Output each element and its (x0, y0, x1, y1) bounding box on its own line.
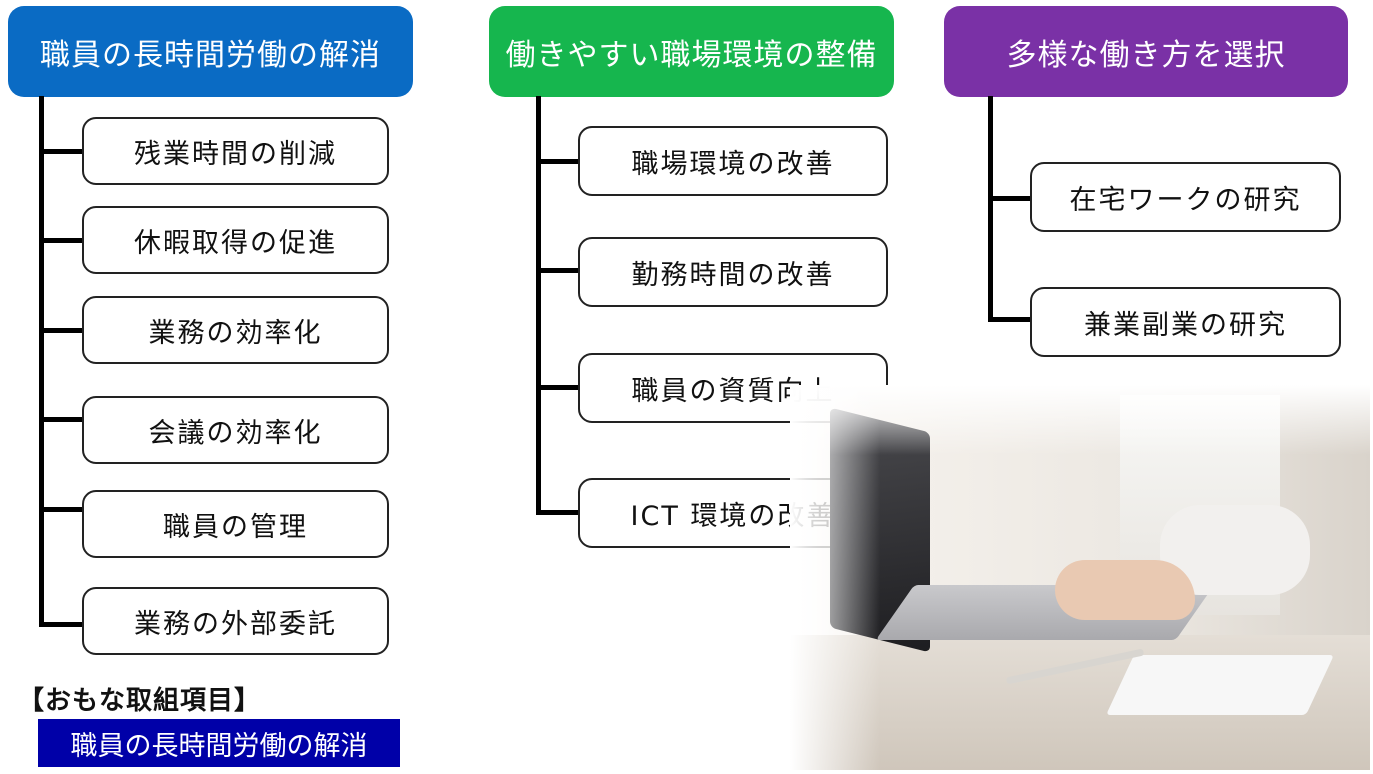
connector-branch (988, 317, 1032, 322)
connector-line (536, 96, 541, 515)
item-leave-promotion: 休暇取得の促進 (82, 206, 389, 274)
item-working-hours-improvement: 勤務時間の改善 (578, 237, 888, 307)
notes-title: 【おもな取組項目】 (18, 686, 262, 716)
item-work-efficiency: 業務の効率化 (82, 296, 389, 364)
connector-line (39, 96, 44, 627)
connector-branch (39, 417, 83, 422)
connector-branch (988, 196, 1032, 201)
photo-fade (790, 385, 1370, 455)
connector-branch (39, 238, 83, 243)
connector-line (988, 96, 993, 322)
item-meeting-efficiency: 会議の効率化 (82, 396, 389, 464)
typing-hand (1055, 560, 1195, 620)
connector-branch (39, 507, 83, 512)
connector-branch (536, 159, 580, 164)
item-staff-management: 職員の管理 (82, 490, 389, 558)
connector-branch (536, 385, 580, 390)
connector-branch (39, 149, 83, 154)
item-outsourcing: 業務の外部委託 (82, 587, 389, 655)
item-workplace-improvement: 職場環境の改善 (578, 126, 888, 196)
connector-branch (536, 268, 580, 273)
legend-chip: 職員の長時間労働の解消 (38, 719, 400, 767)
header-long-hours: 職員の長時間労働の解消 (8, 6, 413, 97)
item-side-job-research: 兼業副業の研究 (1030, 287, 1341, 357)
photo-fade (790, 385, 880, 770)
header-workplace-environment: 働きやすい職場環境の整備 (489, 6, 894, 97)
item-overtime-reduction: 残業時間の削減 (82, 117, 389, 185)
connector-branch (39, 622, 83, 627)
connector-branch (536, 510, 580, 515)
connector-branch (39, 328, 83, 333)
item-remote-work-research: 在宅ワークの研究 (1030, 162, 1341, 232)
header-diverse-work-styles: 多様な働き方を選択 (944, 6, 1348, 97)
notebook (1106, 655, 1334, 715)
laptop-photo (790, 385, 1370, 770)
